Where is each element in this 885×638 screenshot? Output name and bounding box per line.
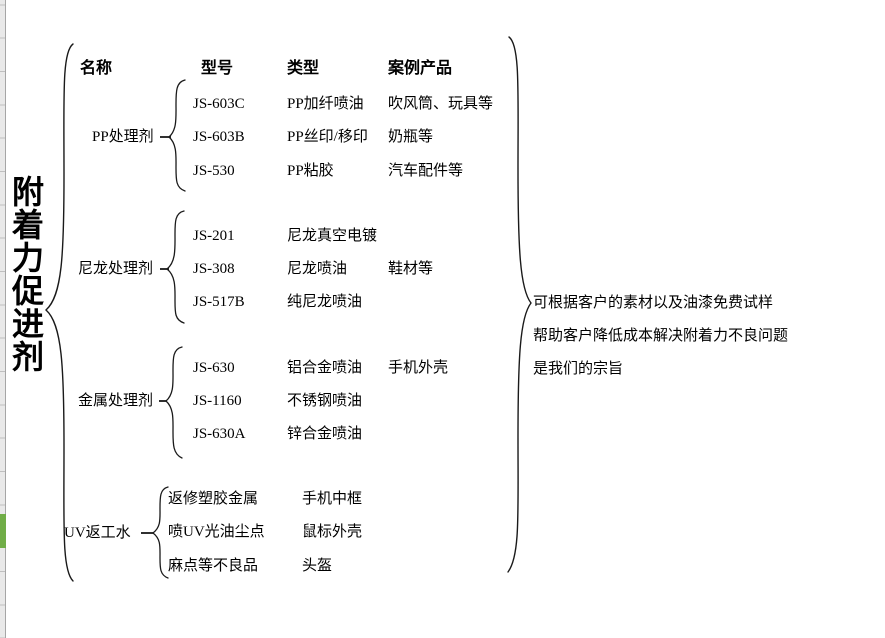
cell-model: JS-1160 xyxy=(193,393,242,409)
sheet-row-header-strip xyxy=(0,0,6,638)
cell-model: JS-603B xyxy=(193,129,245,145)
group-label-metal: 金属处理剂 xyxy=(78,393,154,409)
uv-group-brace xyxy=(151,486,169,579)
selected-row-indicator xyxy=(0,514,6,548)
cell-model: JS-630A xyxy=(193,426,246,442)
cell-type: PP丝印/移印 xyxy=(287,129,368,145)
cell-case: 吹风筒、玩具等 xyxy=(388,96,494,112)
cell-case: 手机中框 xyxy=(302,491,363,507)
cell-case: 鼠标外壳 xyxy=(302,524,363,540)
cell-case: 鞋材等 xyxy=(388,261,434,277)
cell-case: 手机外壳 xyxy=(388,360,449,376)
cell-type: 喷UV光油尘点 xyxy=(168,524,265,540)
left-brace xyxy=(44,43,74,582)
cell-case: 头盔 xyxy=(302,558,333,574)
note-line: 可根据客户的素材以及油漆免费试样 xyxy=(533,295,774,311)
cell-model: JS-201 xyxy=(193,228,235,244)
group-label-uv: UV返工水 xyxy=(64,525,131,541)
cell-case: 汽车配件等 xyxy=(388,163,464,179)
cell-type: 锌合金喷油 xyxy=(287,426,363,442)
note-line: 是我们的宗旨 xyxy=(533,361,624,377)
cell-type: 纯尼龙喷油 xyxy=(287,294,363,310)
cell-type: 铝合金喷油 xyxy=(287,360,363,376)
header-type: 类型 xyxy=(287,60,320,77)
cell-type: 不锈钢喷油 xyxy=(287,393,363,409)
cell-type: PP加纤喷油 xyxy=(287,96,364,112)
header-name: 名称 xyxy=(80,60,113,77)
cell-type: 尼龙喷油 xyxy=(287,261,348,277)
cell-type: PP粘胶 xyxy=(287,163,334,179)
header-case: 案例产品 xyxy=(388,60,453,77)
cell-type: 麻点等不良品 xyxy=(168,558,259,574)
right-brace xyxy=(507,36,532,573)
cell-type: 返修塑胶金属 xyxy=(168,491,259,507)
header-model: 型号 xyxy=(201,60,234,77)
group-label-nylon: 尼龙处理剂 xyxy=(78,261,154,277)
cell-model: JS-530 xyxy=(193,163,235,179)
metal-group-brace xyxy=(165,346,183,459)
cell-model: JS-308 xyxy=(193,261,235,277)
cell-model: JS-603C xyxy=(193,96,245,112)
pp-group-brace xyxy=(168,79,186,192)
cell-case: 奶瓶等 xyxy=(388,129,434,145)
cell-type: 尼龙真空电镀 xyxy=(287,228,378,244)
nylon-group-brace xyxy=(165,210,185,324)
diagram-title: 附着力促进剂 xyxy=(8,175,44,373)
cell-model: JS-517B xyxy=(193,294,245,310)
group-label-pp: PP处理剂 xyxy=(92,129,154,145)
cell-model: JS-630 xyxy=(193,360,235,376)
note-line: 帮助客户降低成本解决附着力不良问题 xyxy=(533,328,789,344)
